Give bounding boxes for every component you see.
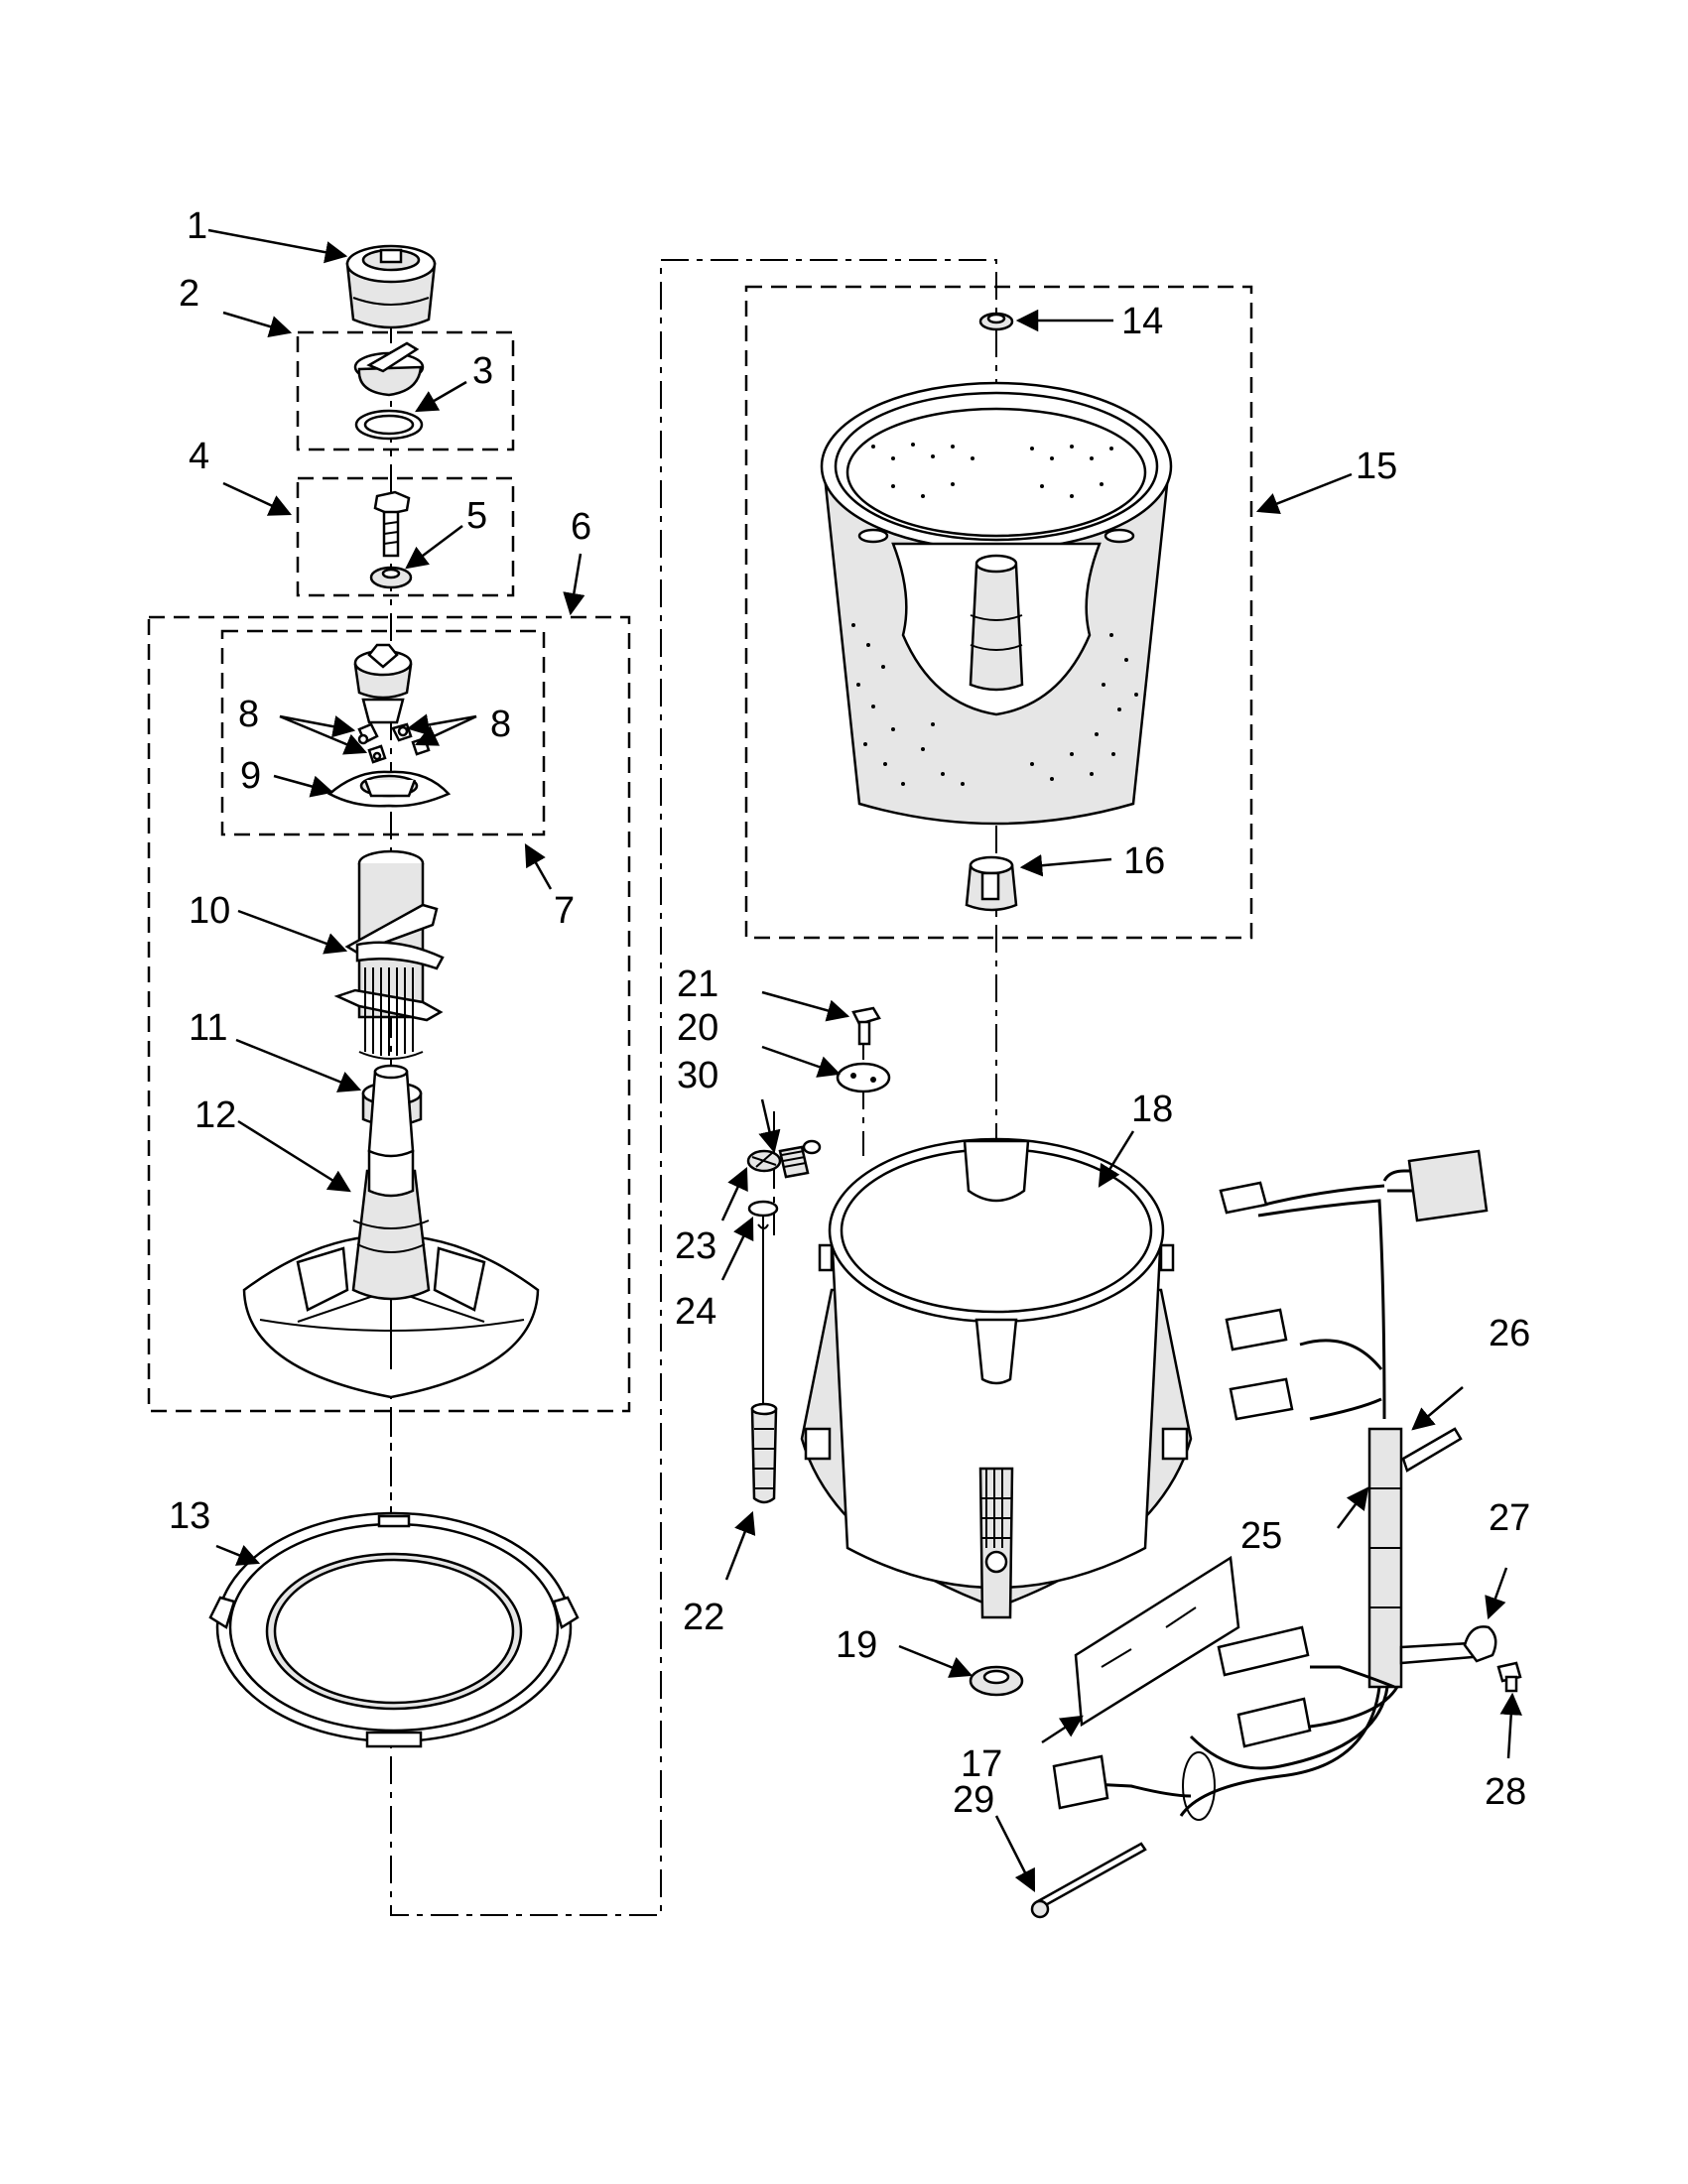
callout-13: 13 [169, 1495, 210, 1537]
callout-29: 29 [953, 1779, 994, 1821]
part-26-harness-tube [1399, 1427, 1475, 1665]
callout-8-left: 8 [238, 694, 259, 735]
callout-14: 14 [1121, 301, 1163, 342]
callout-23: 23 [675, 1225, 716, 1267]
callout-11: 11 [189, 1007, 227, 1049]
part-3-seal-ring [354, 409, 424, 441]
callout-12: 12 [195, 1094, 236, 1136]
callout-18: 18 [1131, 1089, 1173, 1130]
callout-8-right: 8 [490, 704, 511, 745]
callout-19: 19 [836, 1624, 877, 1666]
callout-3: 3 [472, 350, 493, 392]
callout-17: 17 [961, 1743, 1002, 1785]
callout-16: 16 [1123, 840, 1165, 882]
part-25-wire-harness [1052, 1149, 1489, 1821]
part-19-tub-bearing [969, 1665, 1024, 1697]
part-22-drain-plug [750, 1402, 778, 1504]
part-30-spring [778, 1139, 822, 1179]
callout-10: 10 [189, 890, 230, 932]
part-28-ground-screw [1496, 1661, 1522, 1693]
callout-5: 5 [466, 495, 487, 537]
part-21-screw [851, 1006, 881, 1046]
part-12-agitator-base [242, 1064, 540, 1399]
part-7-agitator-dogs-assembly [353, 643, 413, 724]
part-27-ground-clip [1463, 1625, 1497, 1663]
group-box-7 [220, 629, 546, 836]
callout-7: 7 [554, 890, 575, 932]
callout-labels: 1 2 3 4 5 6 7 8 8 9 10 11 12 13 14 15 16… [169, 205, 1530, 1821]
part-16-drive-hub [965, 855, 1018, 912]
callout-6: 6 [571, 506, 591, 548]
callout-4: 4 [189, 436, 209, 477]
part-15-wash-basket [820, 381, 1173, 826]
assembly-connection-line [390, 259, 997, 1916]
part-5-washer [369, 566, 413, 589]
part-9-cam [326, 770, 452, 808]
callout-26: 26 [1489, 1313, 1530, 1354]
group-box-4 [296, 476, 515, 597]
callout-1: 1 [187, 205, 207, 247]
part-18-outer-tub [800, 1137, 1193, 1619]
part-14-spanner-nut [978, 312, 1014, 331]
part-23-pressure-cap [746, 1149, 782, 1173]
callout-22: 22 [683, 1597, 724, 1638]
part-29-cable-tie [1030, 1842, 1147, 1919]
callout-30: 30 [677, 1055, 718, 1096]
basket-perforations [851, 443, 1138, 786]
part-24-bellows [747, 1200, 779, 1404]
callout-21: 21 [677, 964, 718, 1005]
leader-lines [207, 228, 1522, 1893]
callout-2: 2 [179, 273, 199, 315]
part-13-balance-ring [208, 1511, 580, 1748]
part-17-wiring-label [1074, 1555, 1240, 1728]
group-box-2 [296, 330, 515, 451]
callout-9: 9 [240, 755, 261, 797]
callout-27: 27 [1489, 1497, 1530, 1539]
part-2-cam [353, 341, 425, 397]
callout-28: 28 [1485, 1771, 1526, 1813]
callout-24: 24 [675, 1291, 716, 1333]
callout-20: 20 [677, 1007, 718, 1049]
callout-25: 25 [1240, 1515, 1282, 1557]
callout-15: 15 [1356, 446, 1397, 487]
part-20-cover-plate [836, 1062, 891, 1093]
group-box-15 [744, 285, 1253, 940]
group-box-6 [147, 615, 631, 1413]
part-1-agitator-cap [345, 244, 437, 329]
part-4-bolt [373, 490, 411, 558]
part-10-agitator-auger [333, 849, 445, 1060]
